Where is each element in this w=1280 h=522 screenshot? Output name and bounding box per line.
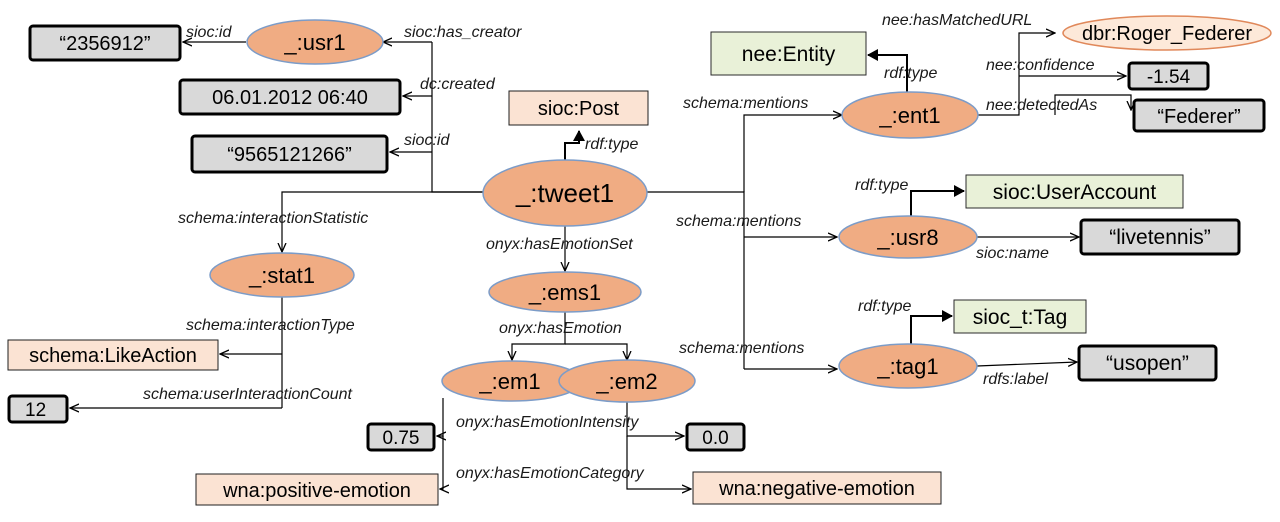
label-rdf-type-usr8: rdf:type	[855, 177, 908, 194]
literal-name-box	[1079, 218, 1241, 256]
edge-labels: sioc:id sioc:has_creator dc:created sioc…	[143, 12, 1097, 482]
label-rdf-type-tag: rdf:type	[858, 298, 911, 315]
edge-ent1-right	[977, 33, 1055, 116]
resource-nodes: _:usr1 _:tweet1 _:stat1 _:ems1 _:em1 _:e…	[209, 15, 1272, 403]
label-emotion-intensity: onyx:hasEmotionIntensity	[456, 414, 639, 431]
node-dbr-roger-federer	[1062, 15, 1272, 51]
edges	[70, 33, 1131, 489]
literal-count-text: 12	[25, 400, 46, 421]
node-em1-text: _:em1	[478, 369, 540, 394]
node-ems1-text: _:ems1	[528, 280, 601, 305]
edge-tweet-left-trunk	[431, 42, 485, 193]
node-tag1-text: _:tag1	[876, 354, 938, 379]
edge-has-emotion-2	[565, 343, 627, 360]
literal-created-text: 06.01.2012 06:40	[212, 87, 368, 109]
schema-likeaction-text: schema:LikeAction	[29, 345, 197, 367]
node-stat1-text: _:stat1	[248, 263, 315, 288]
literal-confidence-text: -1.54	[1147, 67, 1191, 88]
node-usr1-text: _:usr1	[283, 30, 345, 55]
label-user-interaction-count: schema:userInteractionCount	[143, 386, 353, 403]
label-sioc-id-usr: sioc:id	[186, 24, 232, 41]
label-emotion-category: onyx:hasEmotionCategory	[456, 465, 645, 482]
literal-em2-intensity-text: 0.0	[702, 428, 728, 449]
literal-detected-box	[1132, 98, 1266, 133]
node-usr1	[246, 19, 384, 65]
negative-emotion-box	[692, 471, 942, 505]
literal-count-box	[7, 394, 69, 424]
schema-likeaction-box	[7, 339, 219, 371]
sioc-post-text: sioc:Post	[538, 98, 620, 120]
node-ent1	[841, 91, 979, 139]
positive-emotion-text: wna:positive-emotion	[222, 480, 411, 502]
literal-name-text: “livetennis”	[1109, 226, 1211, 249]
label-has-creator: sioc:has_creator	[404, 24, 522, 41]
literal-usr-id-box	[28, 24, 182, 62]
node-ems1	[488, 271, 642, 313]
literal-tweet-id-box	[190, 134, 389, 174]
label-rdf-type-tweet: rdf:type	[585, 136, 638, 153]
edge-mentions-ent1	[743, 115, 842, 192]
sioc-t-tag-text: sioc_t:Tag	[973, 306, 1068, 329]
literal-usr-id-text: “2356912”	[59, 33, 150, 55]
edge-em2-category	[626, 436, 691, 489]
label-sioc-id-tweet: sioc:id	[404, 132, 450, 149]
edge-has-emotion	[512, 311, 566, 360]
label-sioc-name: sioc:name	[976, 245, 1049, 262]
label-detected-as: nee:detectedAs	[986, 97, 1097, 114]
literal-boxes: “2356912” 06.01.2012 06:40 “9565121266” …	[7, 24, 1266, 452]
label-mentions-3: schema:mentions	[679, 340, 804, 357]
edge-interaction-statistic	[282, 191, 485, 252]
literal-label-box	[1077, 344, 1218, 382]
label-matched-url: nee:hasMatchedURL	[882, 12, 1032, 29]
edge-detected-as	[1054, 94, 1131, 115]
node-em2-text: _:em2	[595, 369, 657, 394]
literal-detected-text: “Federer”	[1157, 106, 1240, 128]
sioc-useraccount-box	[965, 174, 1184, 209]
edge-em1-intensity	[437, 398, 443, 436]
node-usr8-text: _:usr8	[876, 225, 938, 250]
label-confidence: nee:confidence	[986, 57, 1095, 74]
label-mentions-2: schema:mentions	[676, 213, 801, 230]
node-stat1	[209, 252, 355, 298]
nee-entity-text: nee:Entity	[742, 43, 836, 66]
label-interaction-statistic: schema:interactionStatistic	[178, 210, 368, 227]
edge-rdfs-label	[976, 362, 1077, 366]
literal-label-text: “usopen”	[1106, 352, 1189, 375]
label-mentions-1: schema:mentions	[683, 95, 808, 112]
label-rdfs-label: rdfs:label	[983, 371, 1048, 388]
sioc-post-box	[508, 90, 649, 126]
node-usr8	[838, 215, 978, 259]
node-tweet1-text: _:tweet1	[515, 178, 614, 208]
negative-emotion-text: wna:negative-emotion	[718, 478, 915, 500]
node-ent1-text: _:ent1	[878, 103, 940, 128]
nee-entity-box	[710, 31, 867, 76]
edge-em1-category	[440, 436, 443, 489]
edge-rdf-type-usr8	[910, 185, 965, 216]
label-rdf-type-ent: rdf:type	[884, 65, 937, 82]
literal-em1-intensity-box	[366, 422, 436, 452]
literal-tweet-id-text: “9565121266”	[227, 144, 352, 166]
sioc-useraccount-text: sioc:UserAccount	[993, 181, 1157, 204]
literal-created-box	[178, 78, 402, 116]
label-dc-created: dc:created	[420, 76, 496, 93]
node-tweet1	[482, 159, 648, 227]
label-has-emotion-set: onyx:hasEmotionSet	[486, 236, 633, 253]
type-boxes: sioc:Post nee:Entity sioc:UserAccount si…	[7, 31, 1184, 506]
literal-confidence-box	[1127, 61, 1210, 91]
node-tag1	[838, 343, 978, 389]
sioc-t-tag-box	[953, 299, 1087, 334]
node-em2	[558, 359, 696, 403]
positive-emotion-box	[195, 473, 439, 506]
label-has-emotion: onyx:hasEmotion	[499, 320, 622, 337]
literal-em2-intensity-box	[685, 422, 746, 452]
edge-rdf-type-tweet	[564, 130, 585, 160]
literal-em1-intensity-text: 0.75	[383, 428, 420, 449]
node-dbr-roger-federer-text: dbr:Roger_Federer	[1082, 23, 1252, 45]
edge-rdf-type-ent	[867, 49, 908, 96]
edge-rdf-type-tag	[910, 310, 953, 346]
label-interaction-type: schema:interactionType	[186, 317, 355, 334]
